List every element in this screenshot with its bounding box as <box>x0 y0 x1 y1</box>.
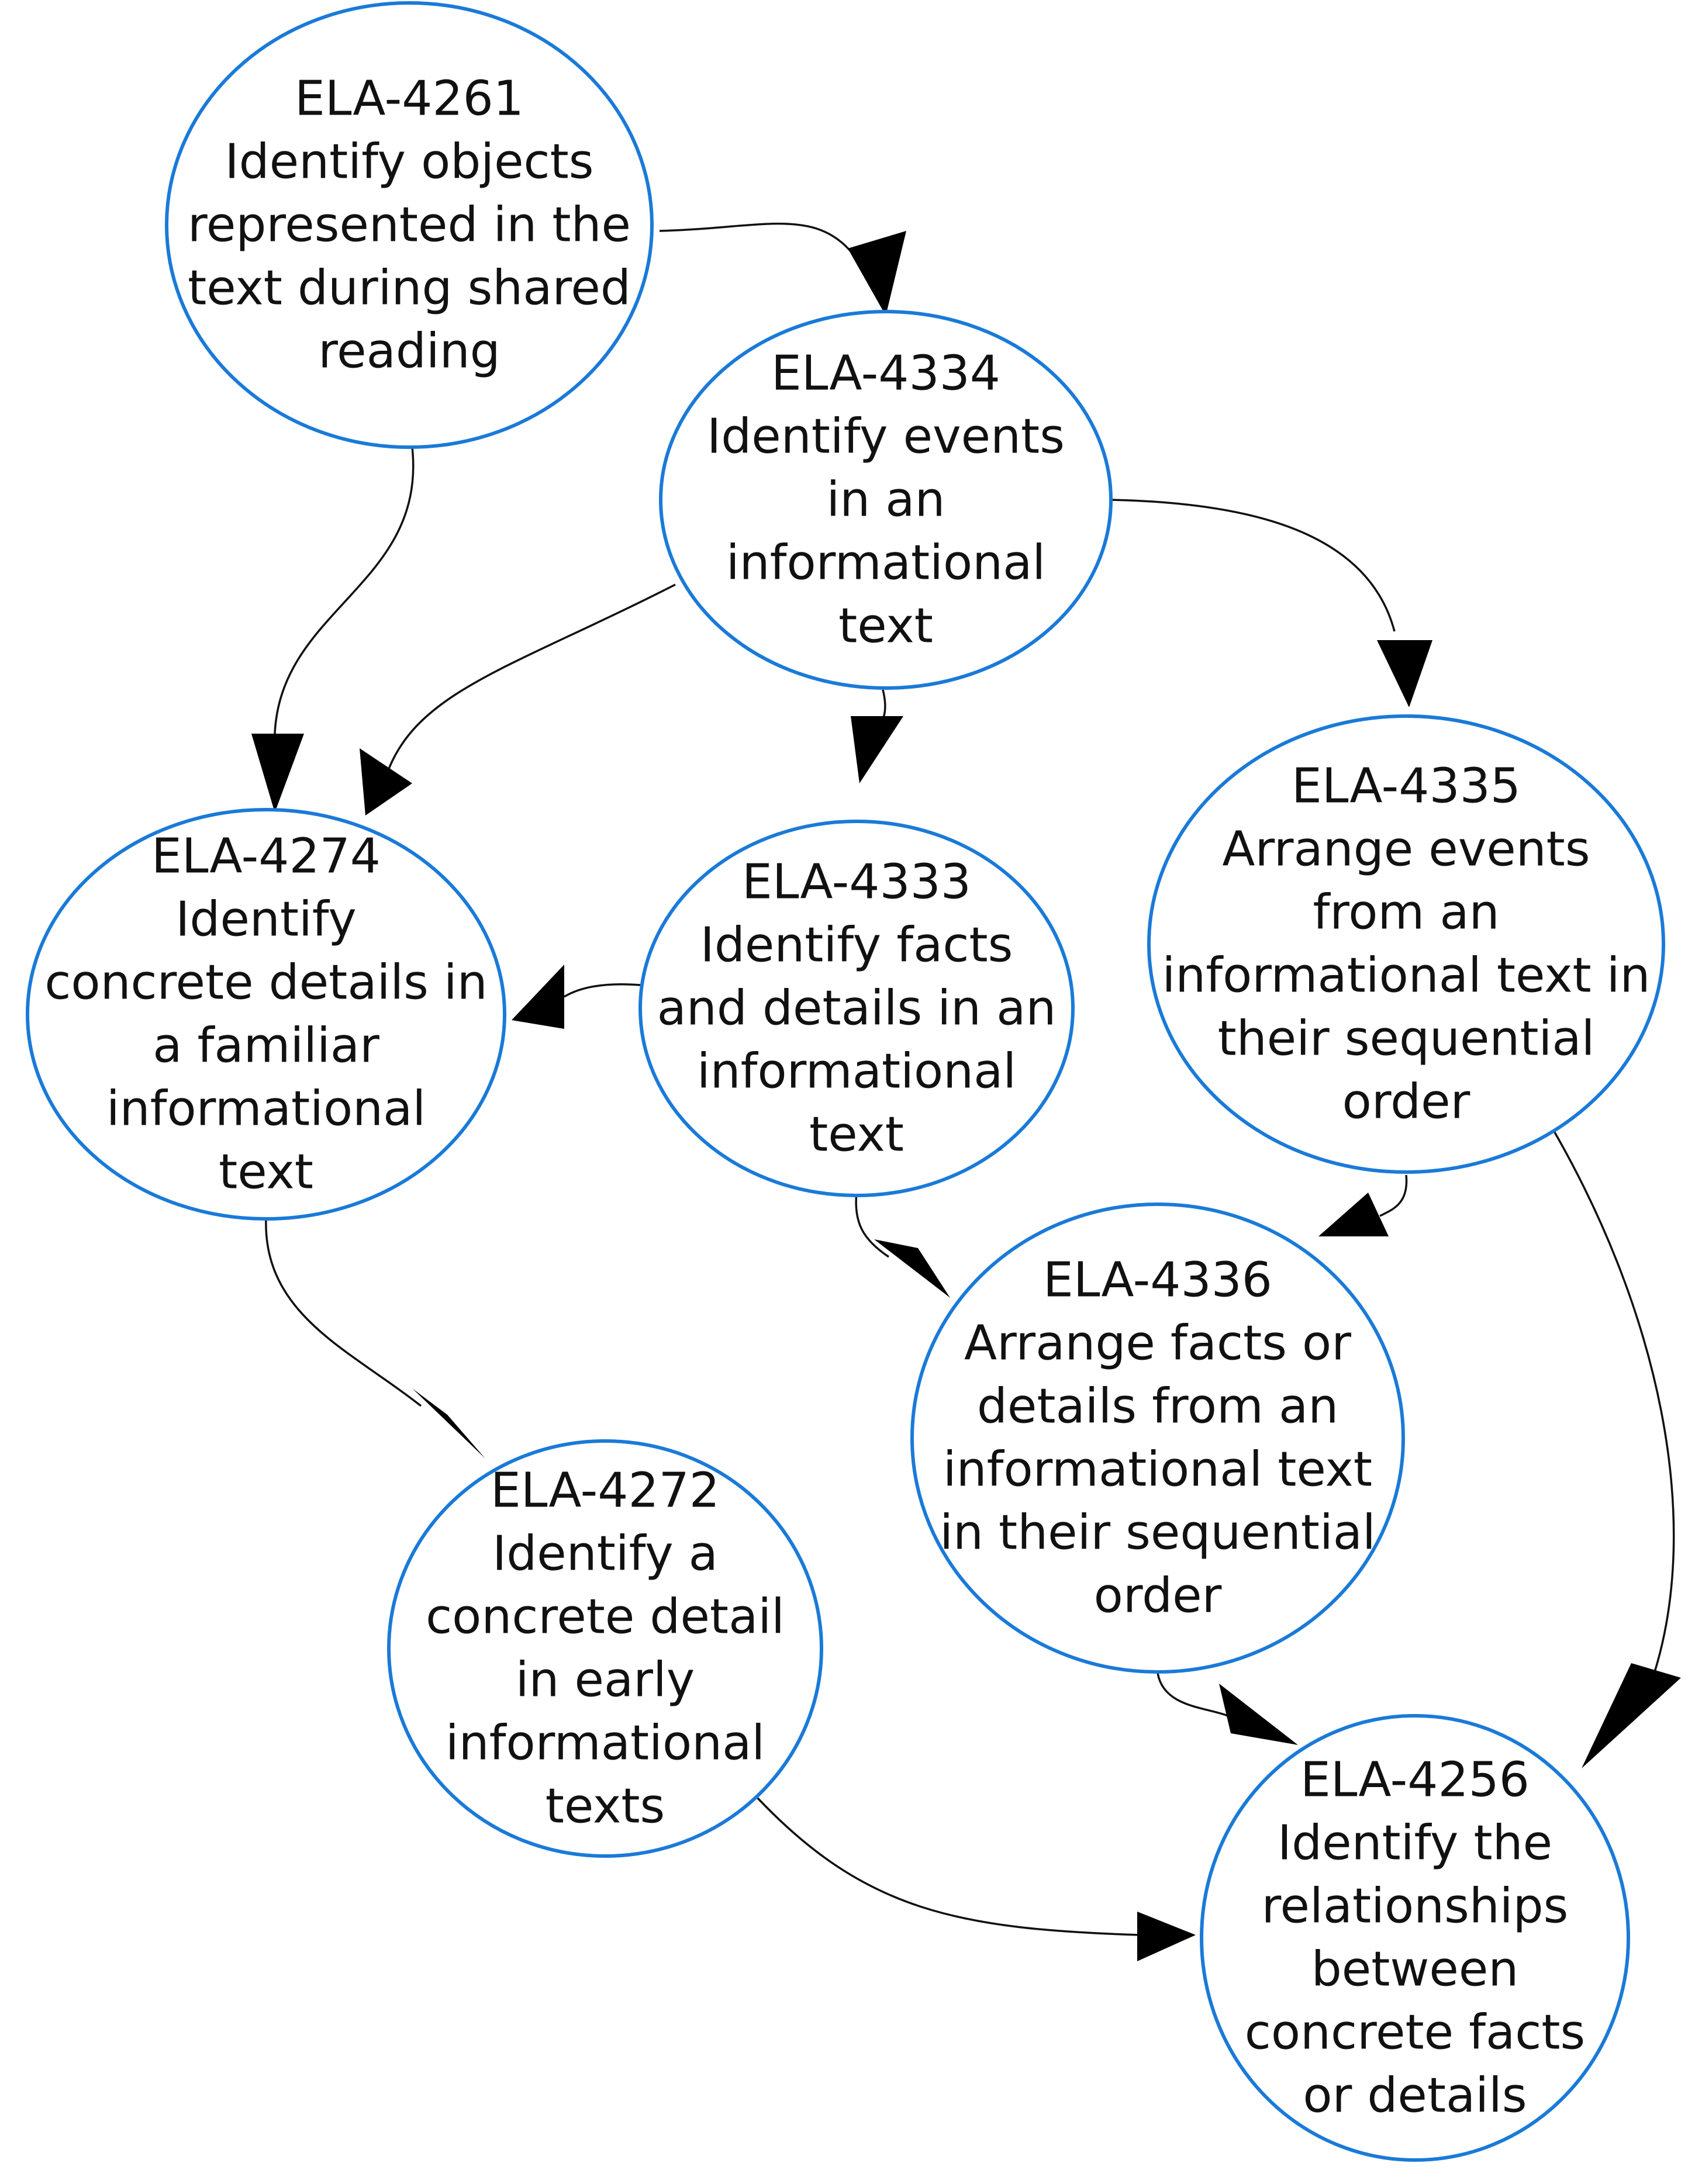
node-description-line: informational <box>726 535 1045 591</box>
edge-ela-4335-to-ela-4256 <box>1551 1128 1681 1768</box>
node-id-label: ELA-4261 <box>295 71 524 127</box>
node-circle[interactable] <box>638 820 1075 1197</box>
node-description-line: informational <box>697 1044 1016 1100</box>
node-description-line: their sequential <box>1218 1011 1595 1067</box>
edge-line <box>1157 1672 1228 1717</box>
arrowhead-icon <box>412 1388 485 1459</box>
edges-layer <box>251 222 1681 1961</box>
node-description-line: in their sequential <box>940 1505 1376 1561</box>
node-description-line: text <box>809 1107 904 1163</box>
node-description-line: informational text in <box>1162 948 1650 1004</box>
edge-ela-4261-to-ela-4334 <box>659 222 906 316</box>
node-circle[interactable] <box>1200 1714 1630 2162</box>
node-circle[interactable] <box>1147 714 1665 1174</box>
node-id-label: ELA-4334 <box>771 346 1000 402</box>
node-description-line: informational <box>446 1716 765 1771</box>
edge-ela-4334-to-ela-4333 <box>851 689 903 783</box>
node-description-line: Identify events <box>707 409 1065 465</box>
edge-line <box>1551 1128 1675 1672</box>
node-description-line: between <box>1311 1942 1519 1998</box>
node-description-line: informational <box>106 1081 426 1137</box>
node-circle[interactable] <box>26 808 506 1221</box>
arrowhead-icon <box>848 231 906 316</box>
node-description-line: texts <box>546 1779 665 1834</box>
edge-line <box>274 447 415 734</box>
edge-line <box>659 222 872 284</box>
node-description-line: Identify <box>175 892 357 948</box>
node-id-label: ELA-4335 <box>1292 759 1521 814</box>
edge-line <box>855 1192 889 1258</box>
node-id-label: ELA-4336 <box>1043 1253 1272 1308</box>
node-description-line: Arrange events <box>1222 822 1590 877</box>
arrowhead-icon <box>1219 1684 1298 1745</box>
edge-ela-4334-to-ela-4274 <box>360 583 676 815</box>
node-circle[interactable] <box>910 1202 1405 1674</box>
edge-ela-4272-to-ela-4256 <box>756 1796 1196 1961</box>
edge-line <box>265 1218 422 1407</box>
arrowhead-icon <box>512 965 564 1029</box>
arrowhead-icon <box>1137 1912 1196 1961</box>
edge-ela-4335-to-ela-4336 <box>1318 1174 1408 1236</box>
node-description-line: concrete detail <box>426 1589 785 1645</box>
node-circle[interactable] <box>387 1439 823 1858</box>
edge-ela-4333-to-ela-4274 <box>512 965 641 1029</box>
edge-line <box>1110 499 1396 632</box>
node-description-line: relationships <box>1262 1879 1569 1934</box>
node-id-label: ELA-4274 <box>151 829 381 884</box>
node-description-line: text <box>219 1145 313 1200</box>
node-description-line: represented in the <box>188 198 631 253</box>
node-id-label: ELA-4256 <box>1300 1753 1530 1808</box>
node-id-label: ELA-4272 <box>491 1463 720 1519</box>
edge-line <box>1379 1174 1408 1217</box>
edge-ela-4261-to-ela-4274 <box>251 447 415 813</box>
node-description-line: a familiar <box>153 1018 379 1074</box>
edge-ela-4336-to-ela-4256 <box>1157 1672 1298 1745</box>
node-description-line: Arrange facts or <box>964 1316 1351 1371</box>
node-description-line: order <box>1342 1074 1470 1130</box>
node-description-line: Identify objects <box>225 134 593 190</box>
node-description-line: text <box>838 599 933 654</box>
edge-line <box>564 983 641 998</box>
arrowhead-icon <box>1582 1663 1681 1768</box>
node-id-label: ELA-4333 <box>742 855 971 910</box>
node-description-line: informational text <box>943 1442 1372 1498</box>
arrowhead-icon <box>1318 1193 1389 1236</box>
edge-line <box>388 583 676 769</box>
arrowhead-icon <box>360 748 412 815</box>
node-description-line: and details in an <box>657 981 1057 1036</box>
node-description-line: or details <box>1303 2068 1527 2124</box>
node-description-line: reading <box>318 324 500 379</box>
node-description-line: concrete facts <box>1245 2005 1585 2061</box>
node-description-line: text during shared <box>188 261 631 316</box>
edge-ela-4334-to-ela-4335 <box>1110 499 1432 707</box>
node-description-line: in early <box>516 1653 695 1708</box>
arrowhead-icon <box>251 734 304 813</box>
node-description-line: Identify the <box>1278 1816 1552 1871</box>
node-description-line: Identify a <box>492 1526 718 1582</box>
node-circle[interactable] <box>165 1 654 449</box>
arrowhead-icon <box>851 716 903 783</box>
edge-ela-4274-to-ela-4272 <box>265 1218 485 1459</box>
node-description-line: order <box>1094 1568 1222 1624</box>
edge-line <box>756 1796 1141 1936</box>
node-description-line: from an <box>1313 885 1499 941</box>
arrowhead-icon <box>1377 640 1432 707</box>
node-description-line: in an <box>826 472 945 528</box>
arrowhead-icon <box>874 1239 950 1298</box>
node-circle[interactable] <box>659 310 1113 690</box>
edge-ela-4333-to-ela-4336 <box>855 1192 950 1298</box>
node-description-line: details from an <box>977 1379 1338 1435</box>
node-description-line: Identify facts <box>700 918 1013 973</box>
node-description-line: concrete details in <box>44 955 487 1011</box>
